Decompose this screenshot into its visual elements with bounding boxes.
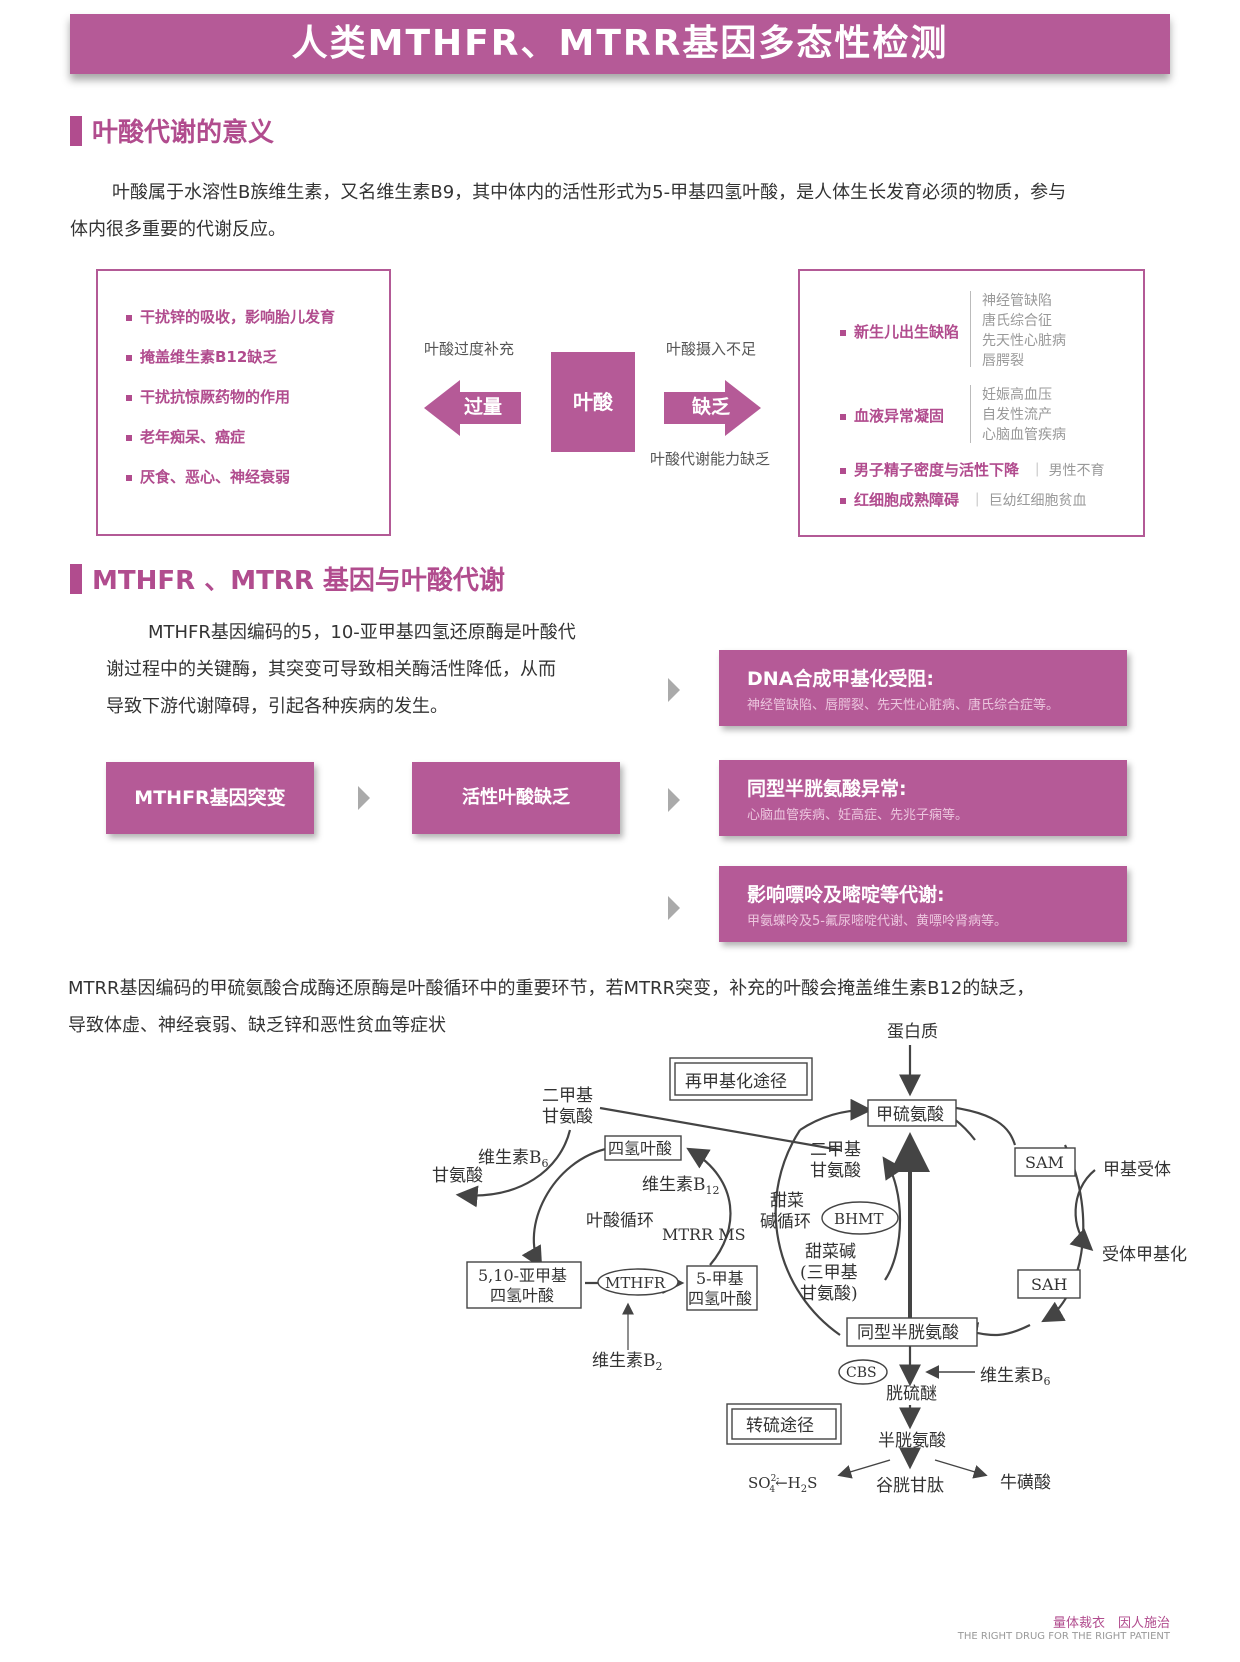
- inline-rbc: 红细胞成熟障碍 ｜ 巨幼红细胞贫血: [840, 489, 1087, 511]
- label-bhmt: BHMT: [834, 1210, 883, 1228]
- group-coagulation: 血液异常凝固: [840, 405, 944, 426]
- page-title: 人类MTHFR、MTRR基因多态性检测: [291, 23, 949, 64]
- deficiency-label: 叶酸摄入不足: [666, 340, 757, 358]
- deficiency-arrow: [664, 380, 761, 436]
- label-protein: 蛋白质: [887, 1022, 938, 1042]
- label-glycine: 甘氨酸: [432, 1166, 483, 1186]
- label-thf: 四氢叶酸: [608, 1139, 672, 1158]
- outcome-homocysteine: 同型半胱氨酸异常: 心脑血管疾病、妊高症、先兆子痫等。: [719, 760, 1127, 836]
- label-mtrr-ms: MTRR MS: [662, 1225, 746, 1244]
- excess-arrow: [424, 380, 521, 436]
- label-acceptor-methylation: 受体甲基化: [1102, 1245, 1187, 1265]
- footer: 量体裁衣 因人施治 THE RIGHT DRUG FOR THE RIGHT P…: [958, 1612, 1170, 1642]
- deficiency-box: 新生儿出生缺陷 神经管缺陷 唐氏综合征 先天性心脏病 唇腭裂 血液异常凝固 妊娠…: [798, 269, 1145, 537]
- svg-text:(三甲基: (三甲基: [800, 1263, 858, 1283]
- list-item: 干扰锌的吸收，影响胎儿发育: [126, 297, 389, 337]
- label-taurine: 牛磺酸: [1000, 1473, 1051, 1493]
- list-item: 老年痴呆、癌症: [126, 417, 389, 457]
- label-remethylation: 再甲基化途径: [685, 1072, 787, 1092]
- deficiency-bottom-label: 叶酸代谢能力缺乏: [650, 450, 771, 468]
- label-cbs: CBS: [846, 1365, 877, 1381]
- svg-text:碱循环: 碱循环: [760, 1212, 811, 1232]
- flow-arrow-icon: [668, 896, 680, 920]
- list-item: 干扰抗惊厥药物的作用: [126, 377, 389, 417]
- excess-arrow-label: 过量: [463, 396, 502, 418]
- folate-intro: 叶酸属于水溶性B族维生素，又名维生素B9，其中体内的活性形式为5-甲基四氢叶酸，…: [70, 182, 1067, 240]
- label-vitb12: 维生素B12: [642, 1175, 720, 1197]
- label-sah: SAH: [1031, 1275, 1068, 1294]
- label-5mthf: 5-甲基: [696, 1269, 744, 1288]
- flow-mthfr-mutation: MTHFR基因突变: [106, 762, 314, 834]
- label-transsulfuration: 转硫途径: [746, 1416, 814, 1436]
- flow-arrow-icon: [358, 786, 370, 810]
- group-coagulation-subs: 妊娠高血压 自发性流产 心脑血管疾病: [982, 387, 1066, 443]
- label-sam: SAM: [1025, 1153, 1064, 1172]
- flow-active-folate: 活性叶酸缺乏: [412, 762, 620, 834]
- svg-text:甘氨酸: 甘氨酸: [542, 1107, 593, 1127]
- excess-list: 干扰锌的吸收，影响胎儿发育 掩盖维生素B12缺乏 干扰抗惊厥药物的作用 老年痴呆…: [98, 271, 389, 497]
- mthfr-intro: MTHFR基因编码的5，10-亚甲基四氢还原酶是叶酸代 谢过程中的关键酶，其突变…: [106, 622, 576, 717]
- footer-slogan-en: THE RIGHT DRUG FOR THE RIGHT PATIENT: [957, 1631, 1170, 1642]
- excess-label: 叶酸过度补充: [424, 340, 515, 358]
- label-methylene-thf: 5,10-亚甲基: [478, 1266, 567, 1285]
- label-methionine: 甲硫氨酸: [876, 1105, 944, 1125]
- label-cystathionine: 胱硫醚: [886, 1384, 937, 1404]
- svg-text:甘氨酸: 甘氨酸: [810, 1161, 861, 1181]
- inline-sperm: 男子精子密度与活性下降 ｜ 男性不育: [840, 459, 1105, 481]
- group-birth-defects-subs: 神经管缺陷 唐氏综合征 先天性心脏病 唇腭裂: [982, 293, 1066, 369]
- page-title-banner: 人类MTHFR、MTRR基因多态性检测: [70, 14, 1170, 74]
- flow-arrow-icon: [668, 788, 680, 812]
- label-folate-cycle: 叶酸循环: [586, 1211, 654, 1231]
- section-title-genes: MTHFR 、MTRR 基因与叶酸代谢: [70, 560, 505, 597]
- label-glutathione: 谷胱甘肽: [876, 1476, 944, 1496]
- label-vitb6b: 维生素B6: [980, 1366, 1051, 1388]
- mtrr-description: MTRR基因编码的甲硫氨酸合成酶还原酶是叶酸循环中的重要环节，若MTRR突变，补…: [68, 978, 1035, 1036]
- svg-text:甘氨酸): 甘氨酸): [800, 1284, 858, 1304]
- outcome-dna: DNA合成甲基化受阻: 神经管缺陷、唇腭裂、先天性心脏病、唐氏综合症等。: [719, 650, 1127, 726]
- svg-text:四氢叶酸: 四氢叶酸: [688, 1289, 752, 1308]
- list-item: 厌食、恶心、神经衰弱: [126, 457, 389, 497]
- label-methyl-acceptor: 甲基受体: [1103, 1160, 1171, 1180]
- folate-center-box: 叶酸: [551, 352, 635, 452]
- svg-text:四氢叶酸: 四氢叶酸: [490, 1286, 554, 1305]
- label-vitb6: 维生素B6: [478, 1148, 549, 1170]
- title-bar: [70, 115, 82, 146]
- label-so4-h2s: SO2-4←H2S: [748, 1474, 817, 1495]
- outcome-purine: 影响嘌呤及嘧啶等代谢: 甲氨蝶呤及5-氟尿嘧啶代谢、黄嘌呤肾病等。: [719, 866, 1127, 942]
- section-title-folate: 叶酸代谢的意义: [70, 112, 274, 149]
- label-dmg-b: 二甲基: [810, 1140, 861, 1160]
- title-bar: [70, 563, 82, 594]
- flow-arrow-icon: [668, 678, 680, 702]
- label-cysteine: 半胱氨酸: [878, 1431, 946, 1451]
- group-birth-defects: 新生儿出生缺陷: [840, 321, 959, 342]
- deficiency-arrow-label: 缺乏: [691, 396, 730, 418]
- label-mthfr: MTHFR: [605, 1274, 666, 1292]
- label-betaine: 甜菜碱: [805, 1242, 856, 1262]
- label-dmg: 二甲基: [542, 1086, 593, 1106]
- label-betaine-cycle: 甜菜: [770, 1191, 804, 1211]
- label-homocysteine: 同型半胱氨酸: [857, 1323, 959, 1343]
- excess-box: 干扰锌的吸收，影响胎儿发育 掩盖维生素B12缺乏 干扰抗惊厥药物的作用 老年痴呆…: [96, 269, 391, 536]
- footer-slogan: 量体裁衣 因人施治: [1052, 1616, 1170, 1631]
- list-item: 掩盖维生素B12缺乏: [126, 337, 389, 377]
- label-vitb2: 维生素B2: [592, 1351, 663, 1373]
